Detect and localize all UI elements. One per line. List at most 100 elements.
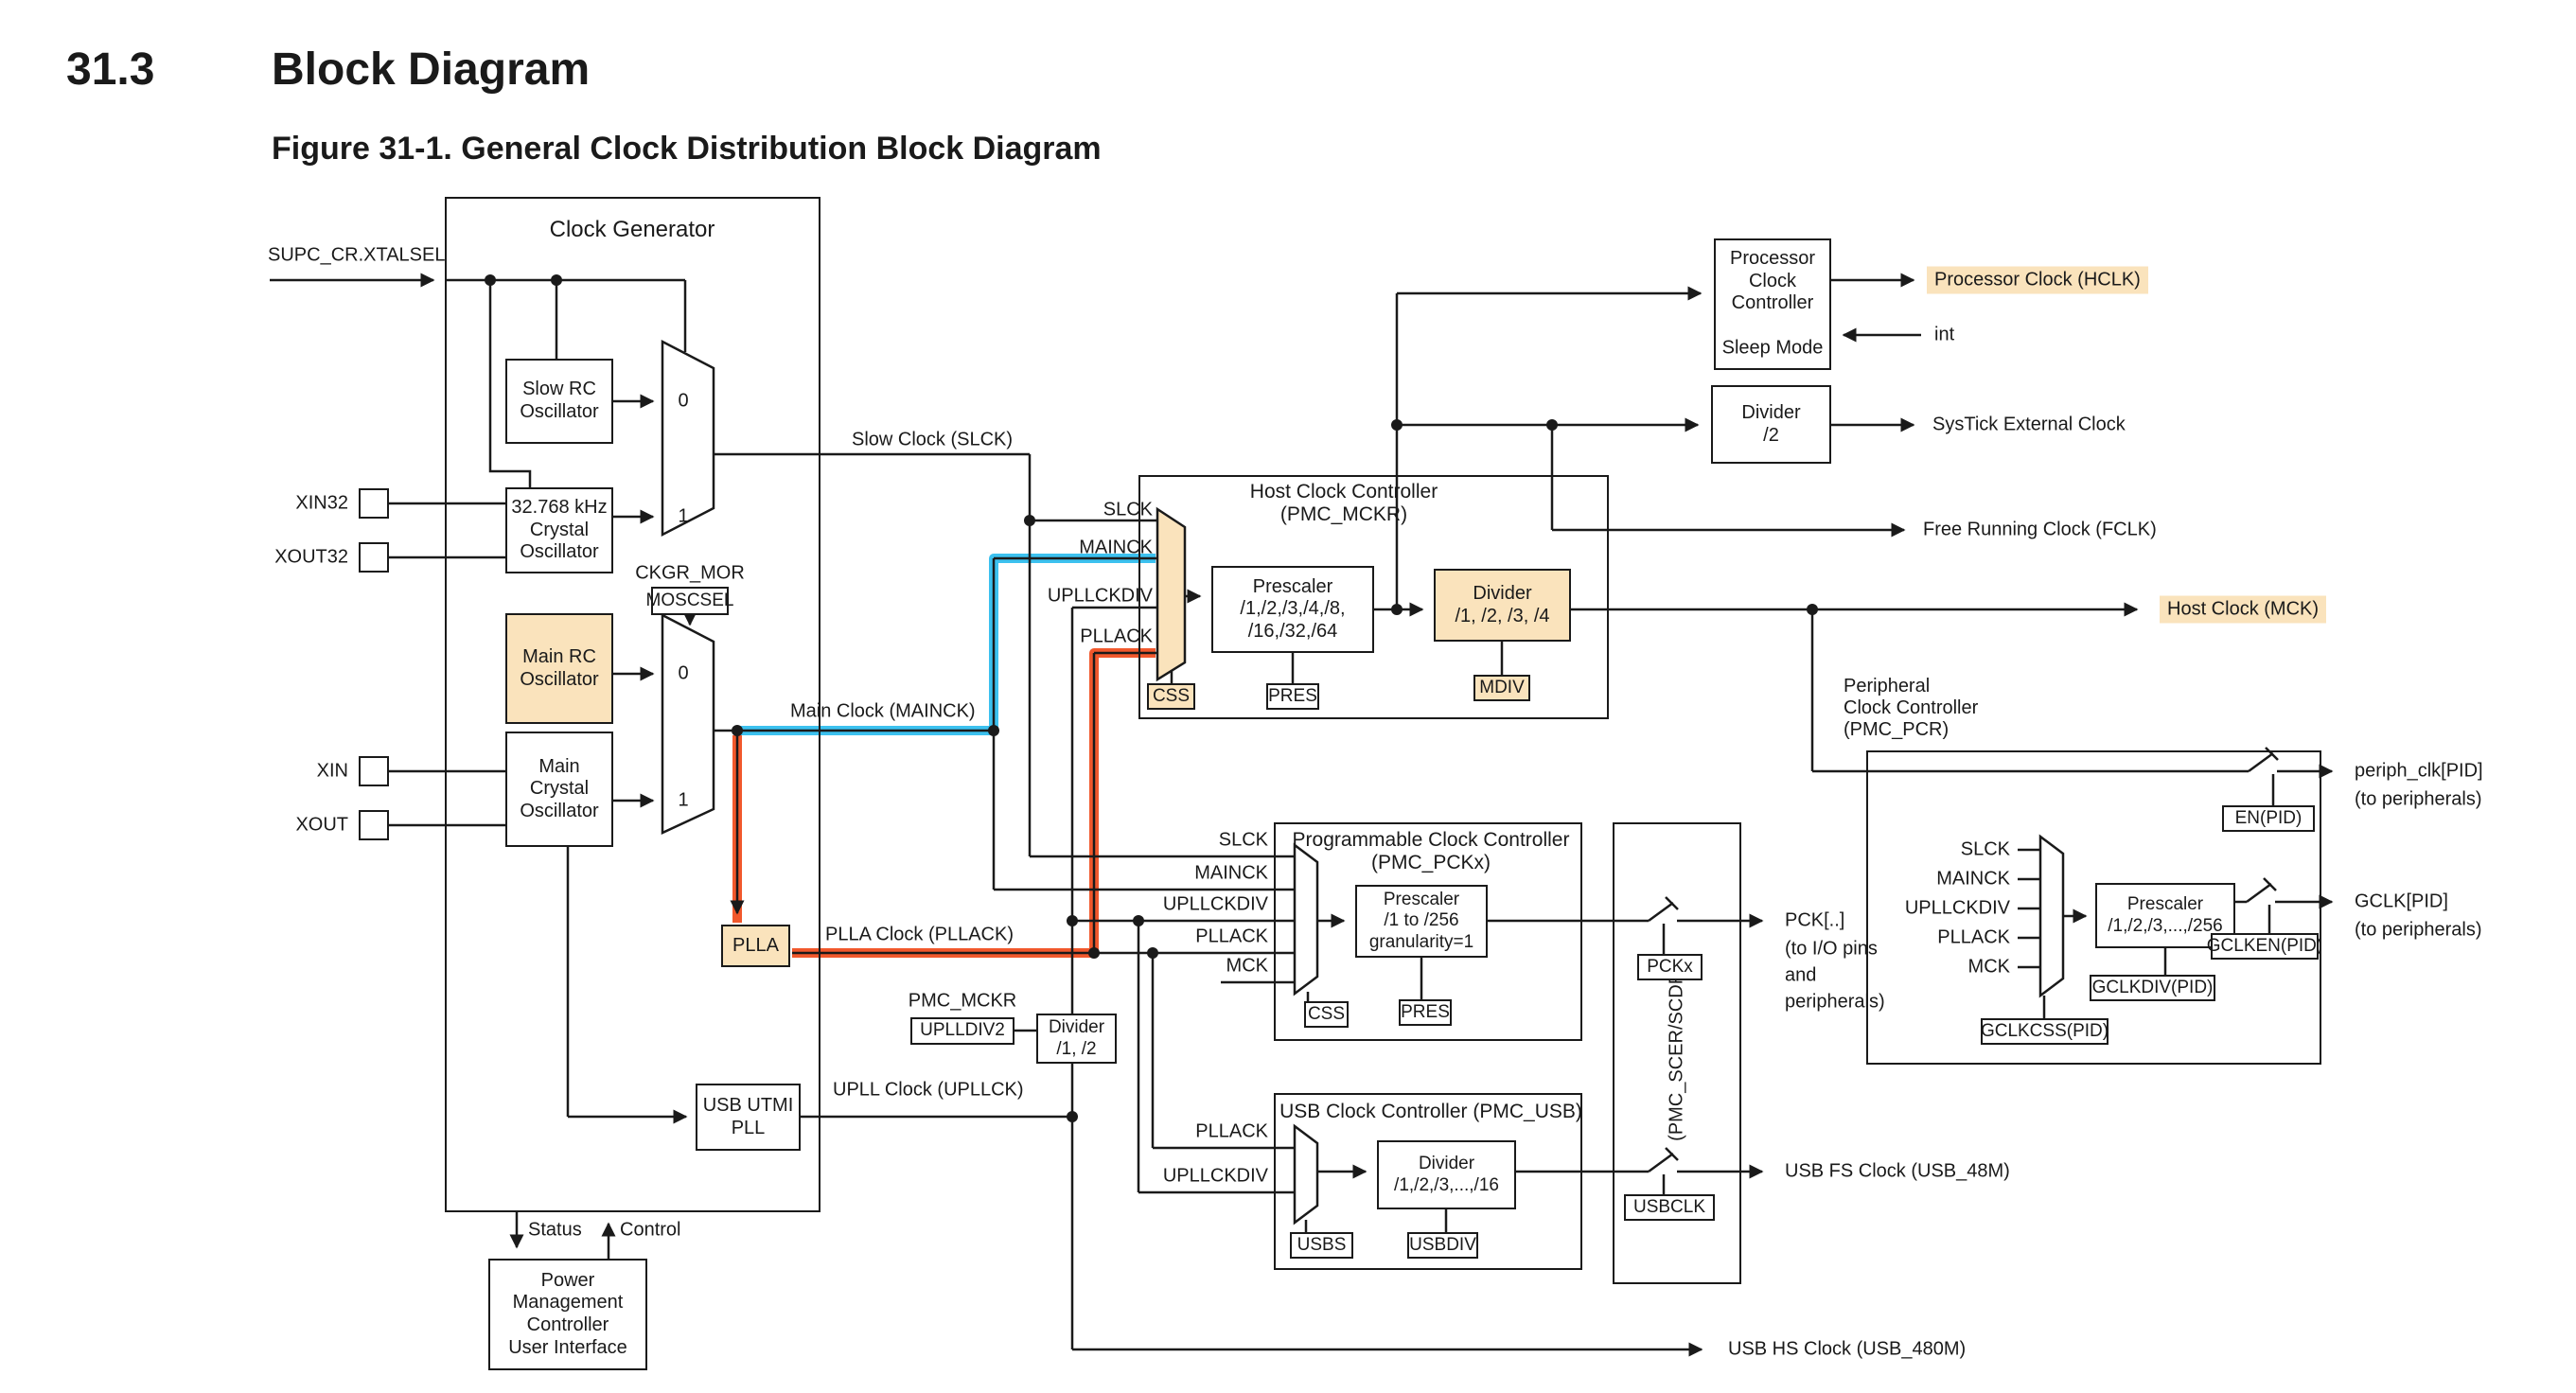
- pckx-field: PCKx: [1637, 954, 1703, 980]
- main-crystal-oscillator: Main Crystal Oscillator: [505, 732, 613, 847]
- pck-output-label-2: (to I/O pins: [1785, 938, 1878, 960]
- gclkcss-pid-field: GCLKCSS(PID): [1981, 1018, 2108, 1045]
- gclk-label: GCLK[PID]: [2355, 890, 2448, 912]
- host-clock-controller-box: [1138, 475, 1609, 719]
- pcc-css-mux: [1293, 842, 1319, 996]
- xin-pad: [359, 756, 389, 786]
- xin-label: XIN: [316, 760, 348, 782]
- plla-clock-label: PLLA Clock (PLLACK): [825, 924, 1014, 945]
- hcc-mdiv-field: MDIV: [1473, 675, 1530, 701]
- peripheral-clock-controller-label: Peripheral Clock Controller (PMC_PCR): [1844, 676, 1979, 740]
- pcc-prescaler-block: Prescaler /1 to /256 granularity=1: [1355, 885, 1488, 958]
- gclken-pid-field: GCLKEN(PID): [2207, 933, 2322, 960]
- usb-clock-controller-box: [1274, 1093, 1582, 1270]
- pcc-input-mainck: MAINCK: [1194, 862, 1268, 884]
- moscsel-field: MOSCSEL: [646, 587, 733, 615]
- pcr-input-upllckdiv: UPLLCKDIV: [1904, 897, 2010, 919]
- systick-external-clock-label: SysTick External Clock: [1932, 414, 2126, 435]
- mux-shapes: [661, 339, 2065, 1225]
- hcc-prescaler-block: Prescaler /1,/2,/3,/4,/8, /16,/32,/64: [1211, 566, 1374, 653]
- main-clock-mux: [661, 612, 715, 835]
- hcc-input-upllckdiv: UPLLCKDIV: [1047, 585, 1153, 607]
- host-clock-controller-title: Host Clock Controller (PMC_MCKR): [1249, 481, 1438, 525]
- pck-output-label-3: and: [1785, 964, 1817, 986]
- xout-label: XOUT: [295, 814, 348, 836]
- gclkdiv-pid-field: GCLKDIV(PID): [2090, 975, 2215, 1001]
- pmc-user-interface-block: Power Management Controller User Interfa…: [488, 1259, 647, 1370]
- usb-source-mux: [1293, 1123, 1319, 1225]
- pcr-input-pllack: PLLACK: [1937, 926, 2010, 948]
- processor-clock-controller-block: Processor Clock Controller: [1714, 238, 1831, 370]
- junction-dots: [485, 274, 1818, 1122]
- pcc-input-mck: MCK: [1226, 955, 1268, 977]
- hcc-css-mux: [1156, 506, 1187, 682]
- usb-utmi-pll-block: USB UTMI PLL: [696, 1084, 801, 1151]
- gclk-to-label: (to peripherals): [2355, 919, 2482, 941]
- xout32-label: XOUT32: [274, 546, 348, 568]
- main-rc-oscillator: Main RC Oscillator: [505, 613, 613, 724]
- ckgr-mor-label: CKGR_MOR: [635, 562, 745, 584]
- peripheral-clock-controller-box: [1866, 750, 2321, 1065]
- upll-clock-label: UPLL Clock (UPLLCK): [833, 1079, 1024, 1101]
- figure-caption: Figure 31-1. General Clock Distribution …: [272, 131, 1102, 167]
- signal-wires: [270, 273, 2334, 1349]
- sleep-mode-label: Sleep Mode: [1721, 337, 1824, 359]
- pcc-pres-field: PRES: [1399, 999, 1452, 1026]
- section-number: 31.3: [66, 44, 155, 95]
- pcc-input-upllckdiv: UPLLCKDIV: [1162, 893, 1268, 915]
- crystal-32k-oscillator: 32.768 kHz Crystal Oscillator: [505, 487, 613, 573]
- section-title: Block Diagram: [272, 44, 591, 95]
- pcr-input-mainck: MAINCK: [1936, 868, 2010, 890]
- slow-clock-label: Slow Clock (SLCK): [852, 429, 1014, 450]
- pmc-scer-scdr-label: (PMC_SCER/SCDR): [1666, 964, 1687, 1141]
- mux2-input-1: 1: [678, 789, 689, 811]
- slow-rc-oscillator: Slow RC Oscillator: [505, 359, 613, 444]
- usb-input-upllckdiv: UPLLCKDIV: [1162, 1165, 1268, 1187]
- slow-clock-mux: [661, 339, 715, 538]
- usb-clock-controller-title: USB Clock Controller (PMC_USB): [1279, 1101, 1582, 1122]
- usbdiv-field: USBDIV: [1407, 1232, 1478, 1259]
- programmable-clock-controller-title: Programmable Clock Controller (PMC_PCKx): [1292, 829, 1570, 873]
- mux1-input-0: 0: [678, 390, 689, 412]
- hcc-input-pllack: PLLACK: [1080, 626, 1153, 647]
- pcr-input-mck: MCK: [1967, 956, 2010, 978]
- hcc-css-field: CSS: [1147, 683, 1195, 710]
- usb-fs-clock-label: USB FS Clock (USB_48M): [1785, 1160, 2010, 1182]
- xout-pad: [359, 810, 389, 840]
- pck-output-label-4: peripherals): [1785, 991, 1885, 1013]
- control-label: Control: [620, 1219, 681, 1241]
- pck-output-label: PCK[..]: [1785, 909, 1845, 931]
- plla-block: PLLA: [721, 925, 790, 967]
- pcr-prescaler-block: Prescaler /1,/2,/3,...,/256: [2095, 883, 2235, 948]
- usb-input-pllack: PLLACK: [1195, 1120, 1268, 1142]
- int-label: int: [1934, 324, 1955, 345]
- processor-clock-hclk-label: Processor Clock (HCLK): [1927, 266, 2148, 294]
- pmc-scer-scdr-box: [1613, 822, 1741, 1284]
- periph-clk-label: periph_clk[PID]: [2355, 760, 2483, 782]
- clock-generator-title: Clock Generator: [549, 217, 715, 242]
- hcc-pres-field: PRES: [1266, 683, 1319, 710]
- hcc-input-mainck: MAINCK: [1079, 537, 1153, 558]
- usbclk-field: USBCLK: [1624, 1194, 1715, 1221]
- free-running-clock-label: Free Running Clock (FCLK): [1923, 519, 2157, 540]
- host-clock-mck-label: Host Clock (MCK): [2160, 595, 2327, 624]
- pmc-mckr-label: PMC_MCKR: [908, 990, 1017, 1012]
- usb-hs-clock-label: USB HS Clock (USB_480M): [1728, 1338, 1967, 1360]
- uplldiv2-field: UPLLDIV2: [910, 1017, 1015, 1045]
- clock-generator-box: [445, 197, 820, 1212]
- usbs-field: USBS: [1290, 1232, 1353, 1259]
- xin32-label: XIN32: [295, 492, 348, 514]
- hcc-input-slck: SLCK: [1103, 499, 1153, 520]
- pcc-input-slck: SLCK: [1218, 829, 1268, 851]
- pcc-css-field: CSS: [1304, 1001, 1349, 1028]
- status-label: Status: [528, 1219, 582, 1241]
- upll-divider-block: Divider /1, /2: [1036, 1014, 1117, 1064]
- mux1-input-1: 1: [678, 505, 689, 527]
- hcc-divider-block: Divider /1, /2, /3, /4: [1434, 569, 1571, 642]
- programmable-clock-controller-box: [1274, 822, 1582, 1041]
- systick-divider-block: Divider /2: [1711, 385, 1831, 464]
- en-pid-field: EN(PID): [2222, 805, 2315, 832]
- pcc-input-pllack: PLLACK: [1195, 926, 1268, 947]
